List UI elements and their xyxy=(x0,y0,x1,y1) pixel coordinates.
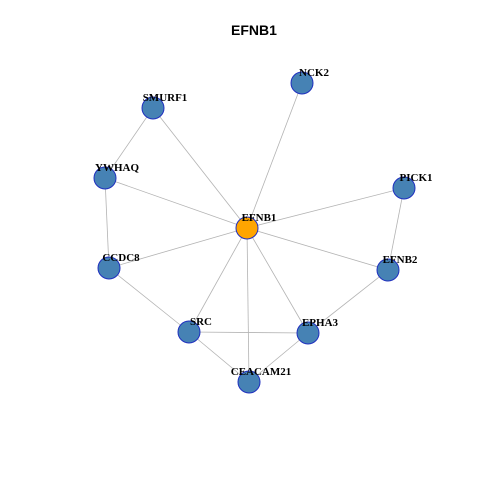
node-efnb1: EFNB1 xyxy=(235,212,277,240)
node-circle-ccdc8 xyxy=(97,256,121,280)
node-epha3: EPHA3 xyxy=(296,317,339,345)
node-label-nck2: NCK2 xyxy=(299,67,329,79)
edge-efnb1-pick1 xyxy=(246,187,405,229)
node-nck2: NCK2 xyxy=(290,67,329,95)
edge-smurf1-ywhaq xyxy=(104,107,154,179)
graph-title: EFNB1 xyxy=(231,22,277,38)
edge-epha3-ceacam21 xyxy=(248,332,309,383)
node-label-smurf1: SMURF1 xyxy=(143,92,188,104)
edge-efnb1-ywhaq xyxy=(104,177,248,229)
edge-src-ceacam21 xyxy=(188,331,250,383)
node-smurf1: SMURF1 xyxy=(141,92,188,120)
edge-efnb1-smurf1 xyxy=(152,107,248,229)
node-label-pick1: PICK1 xyxy=(400,172,433,184)
node-circle-src xyxy=(177,320,201,344)
edge-src-epha3 xyxy=(188,331,309,334)
node-circle-efnb2 xyxy=(376,258,400,282)
node-label-ceacam21: CEACAM21 xyxy=(231,366,292,378)
node-circle-pick1 xyxy=(392,176,416,200)
node-src: SRC xyxy=(177,316,212,344)
node-label-src: SRC xyxy=(190,316,212,328)
node-label-epha3: EPHA3 xyxy=(302,317,339,329)
edge-efnb1-ceacam21 xyxy=(246,227,250,383)
node-circle-smurf1 xyxy=(141,96,165,120)
node-ccdc8: CCDC8 xyxy=(97,252,140,280)
node-label-ywhaq: YWHAQ xyxy=(95,162,139,174)
node-label-efnb2: EFNB2 xyxy=(383,254,418,266)
node-label-efnb1: EFNB1 xyxy=(242,212,277,224)
edge-efnb1-src xyxy=(188,227,248,333)
node-circle-ceacam21 xyxy=(237,370,261,394)
edge-ccdc8-src xyxy=(108,267,190,333)
node-circle-ywhaq xyxy=(93,166,117,190)
node-circle-nck2 xyxy=(290,71,314,95)
edge-efnb1-efnb2 xyxy=(246,227,389,271)
node-pick1: PICK1 xyxy=(392,172,433,200)
node-ywhaq: YWHAQ xyxy=(93,162,139,190)
edge-efnb1-nck2 xyxy=(246,82,303,229)
edge-ywhaq-ccdc8 xyxy=(104,177,110,269)
node-efnb2: EFNB2 xyxy=(376,254,418,282)
edge-efnb1-epha3 xyxy=(246,227,309,334)
node-circle-epha3 xyxy=(296,321,320,345)
edge-layer xyxy=(104,82,405,383)
edge-efnb2-epha3 xyxy=(307,269,389,334)
node-label-ccdc8: CCDC8 xyxy=(102,252,140,264)
node-circle-efnb1 xyxy=(235,216,259,240)
edge-pick1-efnb2 xyxy=(387,187,405,271)
node-ceacam21: CEACAM21 xyxy=(231,366,292,394)
edge-efnb1-ccdc8 xyxy=(108,227,248,269)
